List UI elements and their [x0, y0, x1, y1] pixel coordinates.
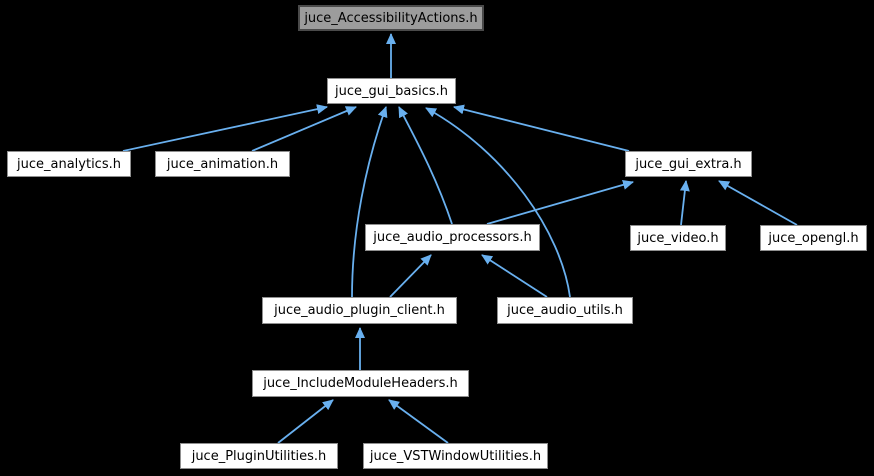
- edge-juce_audio_utils-to-juce_gui_basics: [425, 107, 571, 298]
- node-juce_gui_extra[interactable]: juce_gui_extra.h: [625, 151, 752, 177]
- node-juce_VSTWindowUtilities[interactable]: juce_VSTWindowUtilities.h: [363, 443, 548, 469]
- edge-juce_animation-to-juce_gui_basics: [251, 106, 357, 152]
- edge-juce_audio_utils-to-juce_audio_processors: [481, 254, 548, 298]
- edge-juce_analytics-to-juce_gui_basics: [122, 104, 328, 152]
- edge-juce_audio_processors-to-juce_gui_extra: [486, 179, 634, 225]
- node-juce_IncludeModuleHeaders[interactable]: juce_IncludeModuleHeaders.h: [252, 370, 469, 397]
- node-juce_opengl[interactable]: juce_opengl.h: [760, 225, 867, 251]
- edge-juce_audio_plugin_client-to-juce_audio_processors: [389, 254, 432, 298]
- node-juce_PluginUtilities[interactable]: juce_PluginUtilities.h: [180, 443, 338, 469]
- edge-juce_video-to-juce_gui_extra: [679, 180, 690, 226]
- node-juce_gui_basics[interactable]: juce_gui_basics.h: [327, 78, 456, 104]
- node-juce_animation[interactable]: juce_animation.h: [155, 151, 290, 177]
- edge-juce_PluginUtilities-to-juce_IncludeModuleHeaders: [277, 399, 334, 444]
- node-juce_analytics[interactable]: juce_analytics.h: [7, 151, 131, 177]
- edge-juce_VSTWindowUtilities-to-juce_IncludeModuleHeaders: [388, 399, 449, 444]
- edge-juce_opengl-to-juce_gui_extra: [718, 180, 798, 226]
- node-juce_AccessibilityActions: juce_AccessibilityActions.h: [298, 5, 484, 31]
- node-juce_video[interactable]: juce_video.h: [630, 225, 726, 251]
- node-juce_audio_processors[interactable]: juce_audio_processors.h: [365, 224, 540, 251]
- node-juce_audio_utils[interactable]: juce_audio_utils.h: [497, 297, 633, 324]
- edge-juce_gui_extra-to-juce_gui_basics: [453, 104, 630, 152]
- edge-juce_audio_processors-to-juce_gui_basics: [398, 106, 453, 225]
- edge-juce_audio_plugin_client-to-juce_gui_basics: [351, 106, 388, 298]
- node-juce_audio_plugin_client[interactable]: juce_audio_plugin_client.h: [262, 297, 457, 324]
